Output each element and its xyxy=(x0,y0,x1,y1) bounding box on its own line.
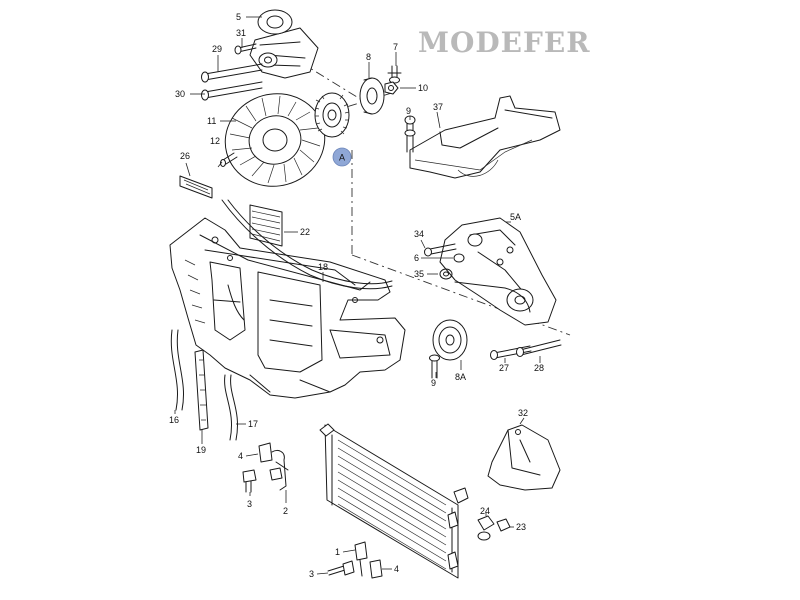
grille-22 xyxy=(249,204,283,247)
pulley-8a-part xyxy=(432,319,468,361)
bolt-3-lower xyxy=(327,560,355,576)
callout-10: 10 xyxy=(418,83,428,93)
callout-19: 19 xyxy=(196,445,206,455)
seal-16 xyxy=(170,329,185,411)
nut-24 xyxy=(477,515,495,541)
radiator-part xyxy=(319,423,469,579)
marker-a: A xyxy=(332,147,352,167)
callout-8a: 8A xyxy=(455,372,466,382)
callout-17: 17 xyxy=(248,419,258,429)
bolt-9-lower xyxy=(429,354,440,379)
bracket-32 xyxy=(487,424,561,491)
callout-8: 8 xyxy=(366,52,371,62)
callout-4-lower: 4 xyxy=(394,564,399,574)
bolt-31 xyxy=(234,43,257,55)
callout-1: 1 xyxy=(335,547,340,557)
callout-32: 32 xyxy=(518,408,528,418)
bolt-30 xyxy=(201,81,263,101)
callout-35: 35 xyxy=(414,269,424,279)
callout-18: 18 xyxy=(318,262,328,272)
callout-37: 37 xyxy=(433,102,443,112)
callout-5: 5 xyxy=(236,12,241,22)
pulley-8-part xyxy=(359,77,385,115)
callout-6: 6 xyxy=(414,253,419,263)
seal-strip-top xyxy=(221,199,393,290)
cooling-fan-part xyxy=(224,93,326,187)
bracket-5a-part xyxy=(439,217,557,326)
callout-34: 34 xyxy=(414,229,424,239)
callout-3-upper: 3 xyxy=(247,499,252,509)
bolt-3-upper xyxy=(242,469,257,493)
callout-9-lower: 9 xyxy=(431,378,436,388)
callout-28: 28 xyxy=(534,363,544,373)
seal-17 xyxy=(224,374,238,441)
seal-19 xyxy=(194,349,209,431)
callout-2: 2 xyxy=(283,506,288,516)
tensioner-bracket-part xyxy=(249,9,319,79)
callout-7: 7 xyxy=(393,42,398,52)
callout-11: 11 xyxy=(207,116,216,126)
callout-5a: 5A xyxy=(510,212,521,222)
callout-26: 26 xyxy=(180,151,190,161)
watermark-text: MODEFER xyxy=(418,26,591,59)
callout-12: 12 xyxy=(210,136,220,146)
callout-24: 24 xyxy=(480,506,490,516)
callout-22: 22 xyxy=(300,227,310,237)
bolt-29 xyxy=(201,63,263,83)
callout-9-upper: 9 xyxy=(406,106,411,116)
callout-30: 30 xyxy=(175,89,185,99)
callout-3-lower: 3 xyxy=(309,569,314,579)
bracket-1 xyxy=(354,541,368,577)
clip-4-lower xyxy=(369,559,383,579)
callout-29: 29 xyxy=(212,44,222,54)
bolt-9-upper xyxy=(404,115,416,153)
bolt-34 xyxy=(424,243,457,257)
front-carrier-part xyxy=(169,217,406,399)
washer-35 xyxy=(439,268,453,280)
clip-4-upper xyxy=(258,442,273,463)
callout-23: 23 xyxy=(516,522,526,532)
nut-23 xyxy=(496,518,511,532)
marker-a-label: A xyxy=(339,153,345,163)
viscous-clutch-part xyxy=(314,92,350,138)
part-6 xyxy=(453,253,465,263)
bolt-28 xyxy=(516,339,562,357)
callout-31: 31 xyxy=(236,28,246,38)
leader-lines xyxy=(174,16,541,575)
callout-16: 16 xyxy=(169,415,179,425)
bolt-27 xyxy=(490,345,532,360)
nut-10 xyxy=(384,81,399,95)
callout-labels: 5 31 29 30 8 7 10 9 37 11 12 26 22 18 34… xyxy=(169,12,544,579)
callout-27: 27 xyxy=(499,363,509,373)
shroud-clip-26 xyxy=(179,175,213,199)
bolt-7 xyxy=(387,65,402,84)
bolt-12 xyxy=(220,152,238,167)
bracket-2 xyxy=(269,449,289,491)
belt-cover-part xyxy=(409,95,561,179)
callout-4-upper: 4 xyxy=(238,451,243,461)
